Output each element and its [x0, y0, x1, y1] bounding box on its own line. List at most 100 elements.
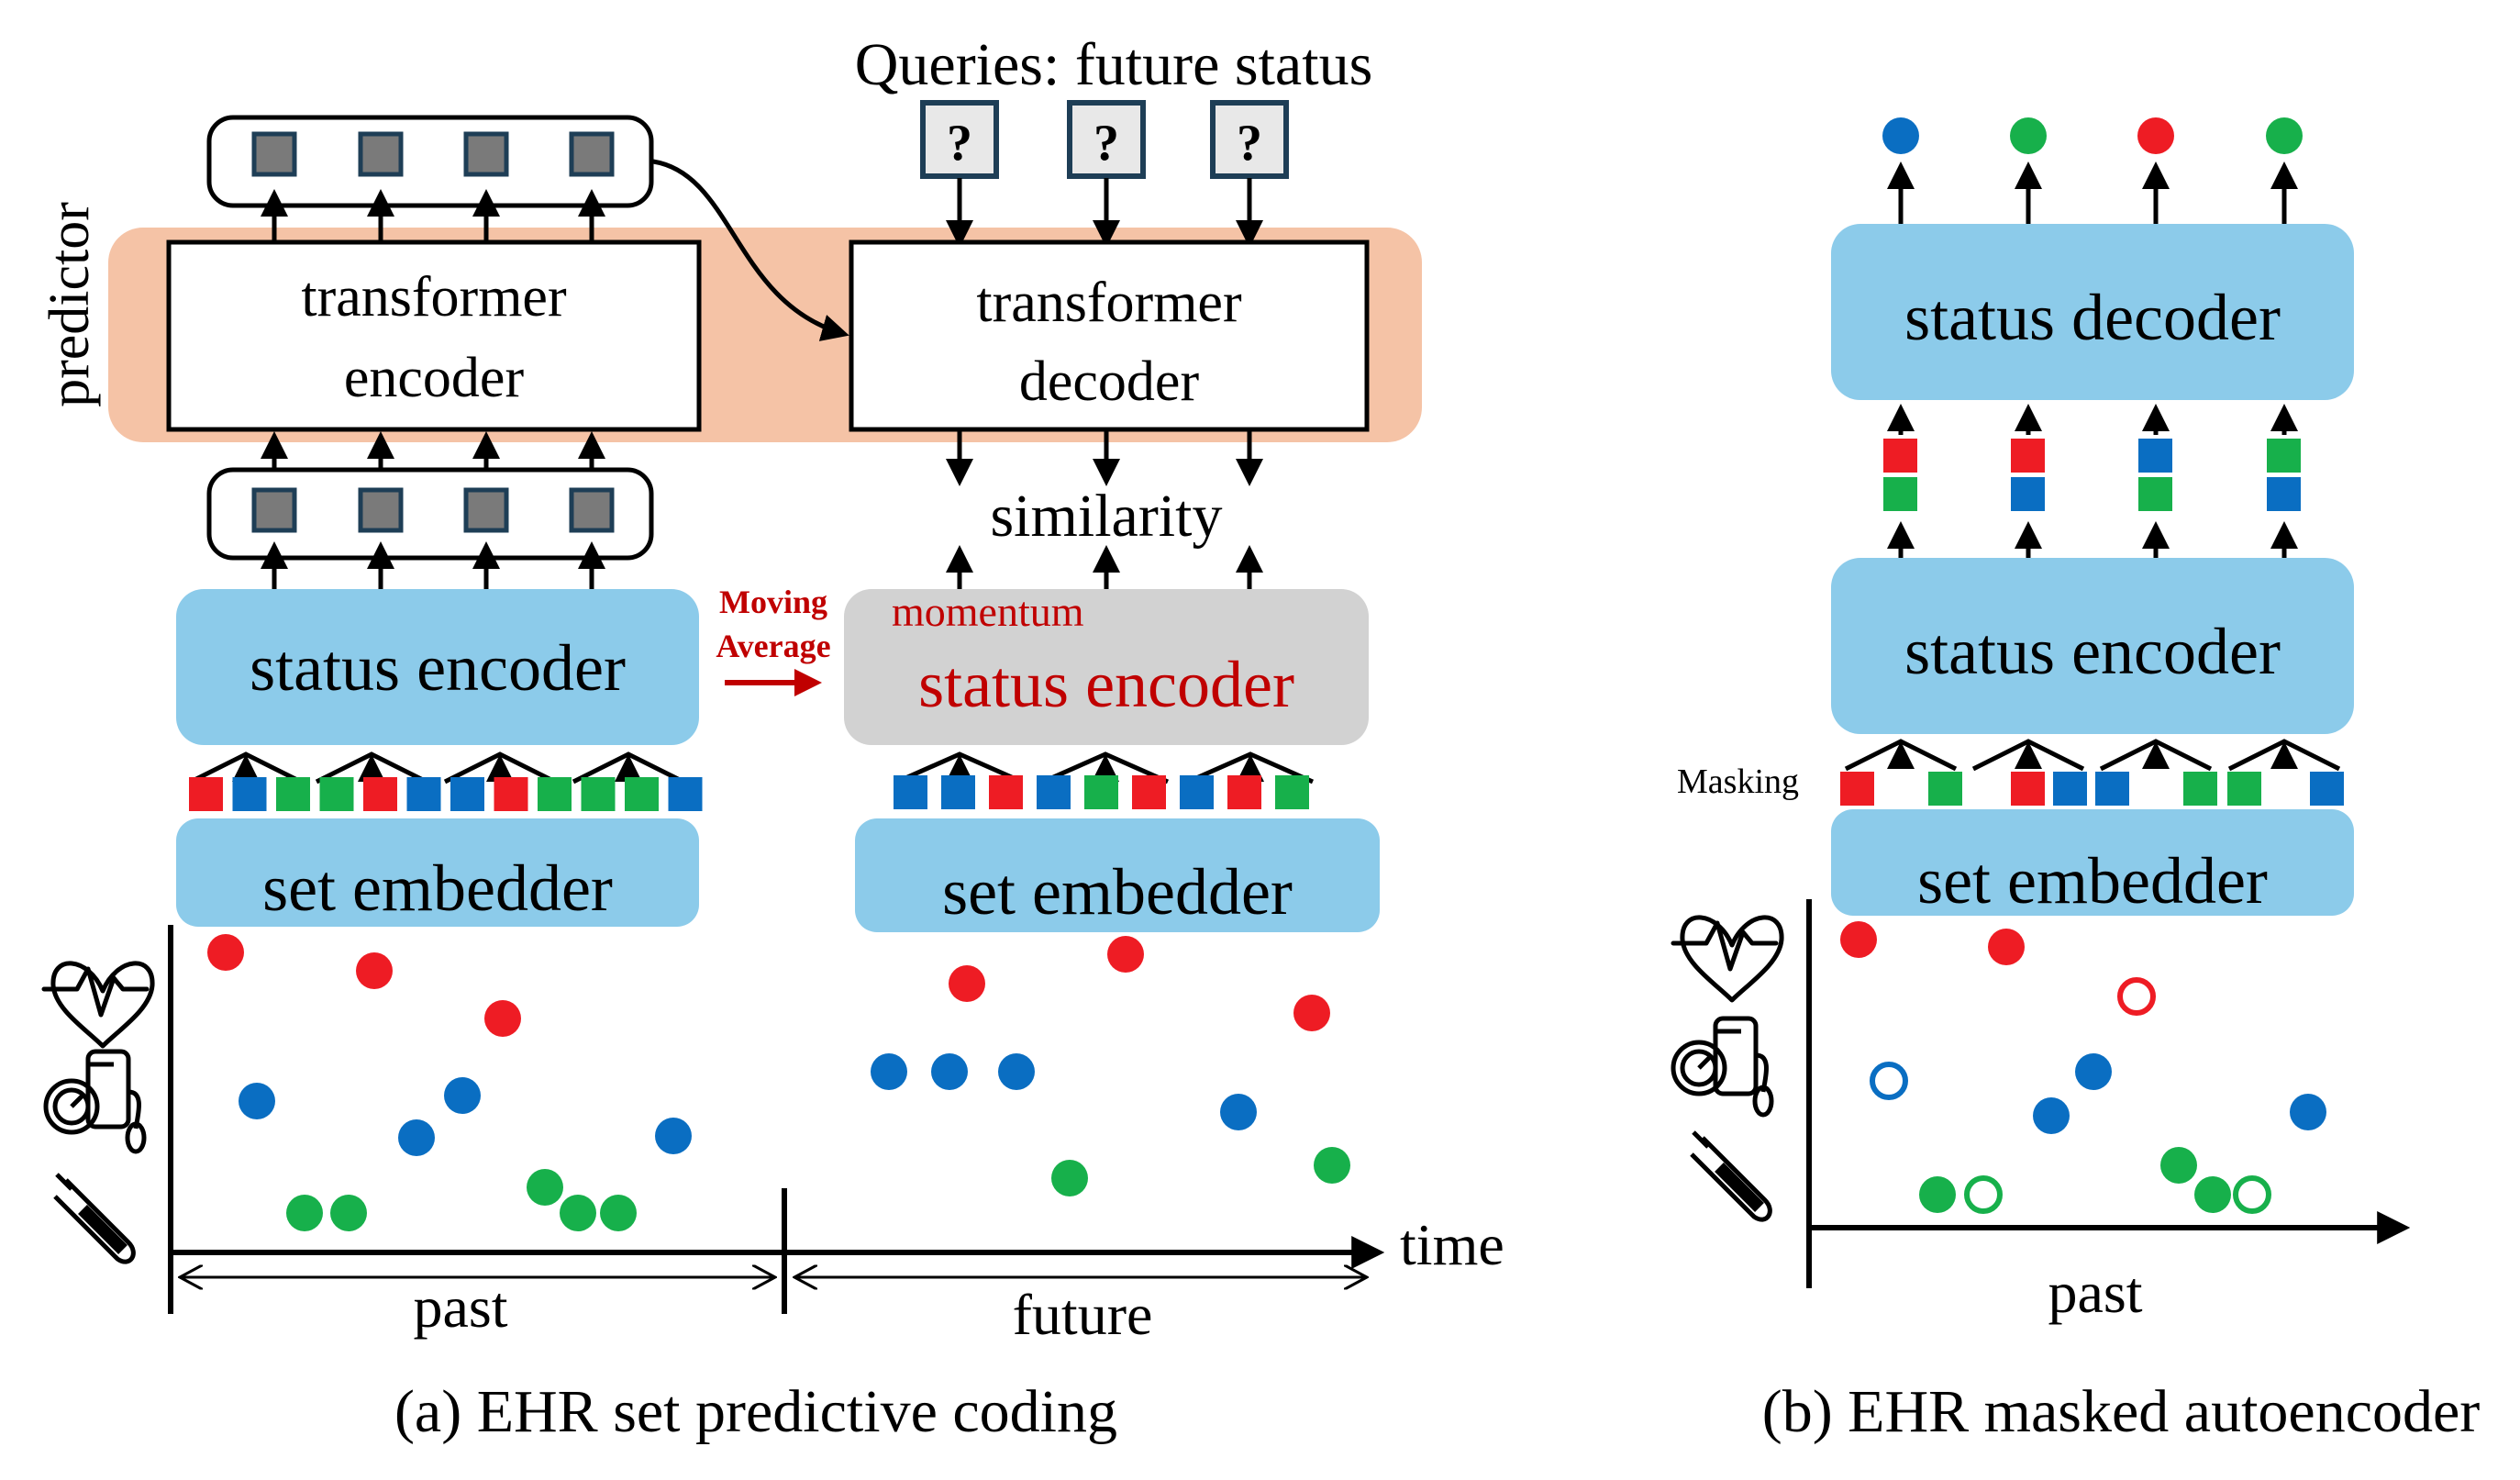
heart-rate-icon — [41, 961, 155, 1049]
output-dot — [2266, 117, 2303, 154]
query-mark: ? — [1237, 115, 1262, 172]
past-label-b: past — [2048, 1260, 2142, 1325]
momentum-status-encoder-box — [844, 589, 1369, 745]
past-token — [494, 777, 528, 811]
fork-branches — [1041, 751, 1170, 785]
transformer-encoder-line1: transformer — [301, 266, 567, 328]
event — [1840, 921, 1877, 958]
arrows-tokens-to-decoder — [1887, 404, 2298, 435]
fork-branches — [572, 751, 685, 785]
event — [2290, 1094, 2326, 1130]
status-encoder-output-token — [358, 487, 404, 533]
arrows-encoder-to-output — [261, 189, 605, 242]
future-token — [894, 775, 927, 809]
status-encoder-label-b: status encoder — [1904, 615, 2281, 688]
test-tube-icon — [53, 1173, 136, 1264]
fork-b — [1971, 739, 2085, 772]
set-embedder-right-label: set embedder — [942, 855, 1293, 929]
set-embedder-label-b: set embedder — [1917, 844, 2268, 918]
future-token — [1037, 775, 1071, 809]
masked-token-row — [1840, 772, 2344, 806]
masked-token — [2095, 772, 2129, 806]
test-tube-icon-b — [1690, 1130, 1772, 1222]
future-event — [1314, 1147, 1350, 1184]
status-encoder-output-token — [569, 487, 615, 533]
fork-past — [572, 751, 685, 785]
pair-token-top — [2138, 439, 2172, 473]
encoder-output-token — [569, 131, 615, 177]
past-event — [286, 1195, 323, 1231]
status-encoder-box-b — [1831, 558, 2354, 734]
masked-token — [2183, 772, 2217, 806]
fork-past — [443, 751, 557, 785]
encoder-output-token-group — [251, 131, 615, 177]
masked-token — [2310, 772, 2344, 806]
future-token — [1227, 775, 1261, 809]
future-token — [1275, 775, 1309, 809]
fork-future — [895, 751, 1024, 785]
momentum-label: momentum — [892, 588, 1084, 635]
future-token — [1132, 775, 1166, 809]
memory-arrow — [652, 159, 849, 341]
future-event — [1293, 995, 1330, 1031]
set-embedder-left-label: set embedder — [262, 851, 613, 925]
past-event — [207, 934, 244, 971]
past-event — [560, 1195, 596, 1231]
future-event — [931, 1053, 968, 1090]
masked-event — [2117, 977, 2156, 1016]
arrows-status-encoder-to-tokens — [261, 541, 605, 589]
future-label: future — [1013, 1282, 1153, 1347]
masking-label: Masking — [1677, 762, 1799, 801]
aggregation-forks-b — [1844, 739, 2341, 772]
pair-token-top — [2267, 439, 2301, 473]
past-token — [450, 777, 484, 811]
query-mark: ? — [947, 115, 972, 172]
event-scatter-b — [1840, 921, 2326, 1214]
status-decoder-label: status decoder — [1904, 281, 2281, 354]
past-event — [239, 1083, 275, 1119]
arrows-decoder-to-output — [1887, 161, 2298, 224]
past-token-row — [189, 777, 703, 811]
past-token — [232, 777, 267, 811]
masked-event — [2233, 1175, 2271, 1214]
output-dot — [1882, 117, 1919, 154]
future-event — [998, 1053, 1035, 1090]
set-embedder-left — [176, 818, 699, 927]
past-event — [444, 1077, 481, 1114]
past-event — [527, 1169, 563, 1206]
past-token — [363, 777, 397, 811]
past-event — [600, 1195, 637, 1231]
encoder-output-token — [251, 131, 297, 177]
status-encoder-output-token — [251, 487, 297, 533]
pair-token-bottom — [2267, 477, 2301, 511]
event — [2160, 1147, 2197, 1184]
transformer-encoder-box — [166, 239, 702, 432]
fork-branches — [2099, 739, 2213, 772]
future-event — [949, 965, 985, 1002]
fork-b — [1844, 739, 1958, 772]
encoded-token-pairs — [1883, 439, 2301, 511]
heart-rate-icon-b — [1671, 915, 1784, 1003]
past-token — [581, 777, 616, 811]
fork-branches — [895, 751, 1024, 785]
future-token — [989, 775, 1023, 809]
fork-branches — [189, 751, 303, 785]
set-embedder-right — [855, 818, 1380, 932]
past-token — [538, 777, 572, 811]
pair-token-top — [2011, 439, 2045, 473]
event — [2033, 1097, 2070, 1134]
fork-branches — [2227, 739, 2341, 772]
past-token — [668, 777, 703, 811]
queries-label: Queries: future status — [855, 31, 1373, 98]
event — [1919, 1176, 1956, 1213]
future-token — [941, 775, 975, 809]
fork-branches — [1186, 751, 1315, 785]
past-token — [625, 777, 659, 811]
transformer-encoder-line2: encoder — [344, 347, 525, 409]
status-encoder-output-token-group — [251, 487, 615, 533]
event-scatter-a — [207, 934, 1350, 1231]
transformer-decoder-line1: transformer — [976, 272, 1242, 334]
query-token — [1067, 100, 1146, 179]
transformer-decoder-box — [849, 239, 1370, 432]
